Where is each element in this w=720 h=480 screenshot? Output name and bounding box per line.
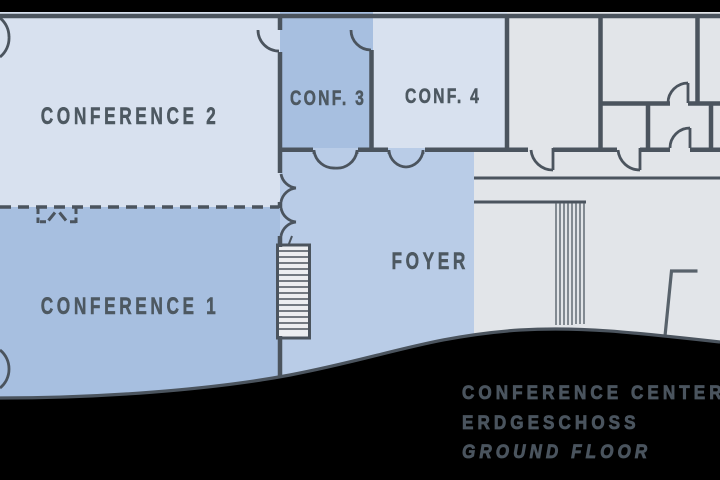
small-staircase-treads (279, 250, 308, 330)
label-conference-1: CONFERENCE 1 (40, 293, 220, 321)
top-black-bar (0, 0, 720, 12)
label-foyer: FOYER (391, 248, 469, 276)
room-conference-1-floor (0, 207, 280, 407)
small-staircase-body (276, 243, 311, 340)
room-conf-3-floor (280, 12, 373, 150)
room-conference-2-floor (0, 12, 280, 207)
label-conf-4: CONF. 4 (405, 85, 482, 109)
label-conf-3: CONF. 3 (290, 87, 367, 111)
door-arcs (0, 16, 692, 390)
corridor-wall-lines (474, 176, 720, 204)
plan-title-line2: ERDGESCHOSS (462, 412, 640, 434)
large-staircase-hatch (555, 203, 585, 325)
room-conf-4-floor (373, 12, 507, 150)
plan-title-line1: CONFERENCE CENTER (462, 383, 720, 405)
small-staircase (276, 235, 311, 340)
partition-door-caret (47, 211, 68, 222)
gray-rooms-floor (507, 12, 720, 150)
open-door-leaf (663, 269, 698, 337)
wave-mask (0, 328, 720, 480)
plan-title-line3: GROUND FLOOR (462, 442, 652, 464)
small-staircase-rail (287, 235, 293, 246)
wave-edge-line (0, 327, 720, 400)
plan-title: CONFERENCE CENTER ERDGESCHOSS GROUND FLO… (462, 379, 720, 468)
label-conference-2: CONFERENCE 2 (40, 103, 220, 131)
walls (0, 13, 720, 388)
